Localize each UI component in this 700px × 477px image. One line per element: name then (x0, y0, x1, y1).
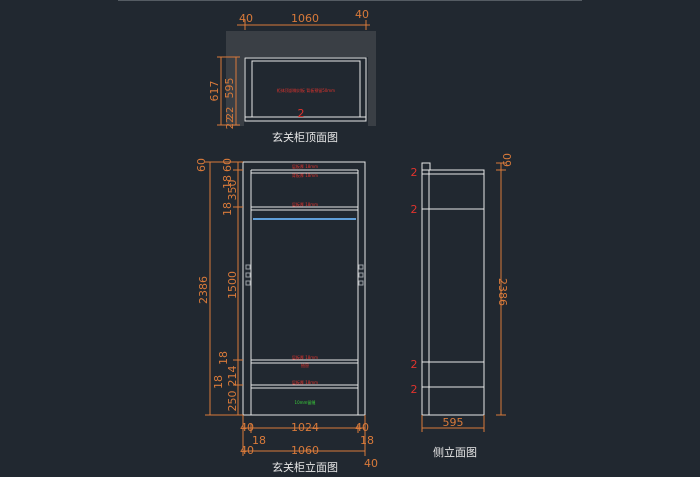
front-note-4: 层板厚 18mm (292, 354, 318, 360)
side-top-cap (421, 162, 431, 170)
top-marker: 2 (298, 107, 305, 120)
hinges-right (358, 264, 364, 286)
dim-front-250: 250 (226, 391, 239, 412)
cabinet-top-outline (244, 57, 367, 122)
front-view-title: 玄关柜立面图 (272, 460, 338, 474)
dim-front-18b-w: 18 (360, 434, 374, 447)
front-note-2: 背板厚 18mm (292, 172, 318, 178)
side-mark-2: 2 (411, 203, 418, 216)
dim-front-18b: 18 (221, 202, 234, 216)
dim-top-right: 40 (355, 8, 369, 21)
dim-top-width: 1060 (291, 12, 319, 25)
dim-front-18c: 18 (217, 351, 230, 365)
dim-front-1060: 1060 (291, 444, 319, 457)
dim-front-40b: 40 (355, 421, 369, 434)
front-note-7: 10mm留缝 (295, 399, 316, 405)
dim-front-350: 350 (226, 180, 239, 201)
top-view: 柜体顶部做封板 背板预留50mm 2 40 1060 40 617 595 22… (208, 8, 376, 144)
dim-front-top-gap: 60 (195, 158, 208, 172)
dim-side-width: 595 (443, 416, 464, 429)
dim-front-18a-w: 18 (252, 434, 266, 447)
side-mark-1: 2 (411, 166, 418, 179)
dim-front-1024: 1024 (291, 421, 319, 434)
dim-top-depth-outer: 617 (208, 81, 221, 102)
front-view: 层板厚 18mm 背板厚 18mm 层板厚 18mm 层板厚 18mm 层板厚 … (195, 158, 378, 474)
dim-top-depth-inner: 595 (223, 78, 236, 99)
dim-side-top: 60 (501, 153, 514, 167)
top-view-title: 玄关柜顶面图 (272, 130, 338, 144)
front-outline (242, 161, 366, 416)
dim-front-18d: 18 (212, 375, 225, 389)
dim-top-left: 40 (239, 12, 253, 25)
hinges-left (245, 264, 251, 286)
dim-front-height: 2386 (197, 276, 210, 304)
dim-front-40d: 40 (364, 457, 378, 470)
dim-front-18a: 18 (221, 175, 234, 189)
dim-top-small-b: 22 (225, 117, 236, 130)
dim-front-top-gap-b: 60 (221, 158, 234, 172)
front-note-5: 层板厚 18mm (292, 379, 318, 385)
front-note-6: 抽屉 (301, 362, 309, 368)
front-note-3: 层板厚 18mm (292, 201, 318, 207)
top-note: 柜体顶部做封板 背板预留50mm (277, 87, 335, 93)
dim-top-small-a: 22 (225, 107, 236, 120)
wall-opening (244, 57, 368, 126)
side-view: 2 2 2 2 60 2386 595 侧立面图 (411, 153, 515, 459)
dim-front-214: 214 (226, 366, 239, 387)
dim-front-40a: 40 (240, 421, 254, 434)
side-mark-3: 2 (411, 358, 418, 371)
side-outline (421, 169, 485, 416)
side-mark-4: 2 (411, 383, 418, 396)
dim-front-40c: 40 (240, 444, 254, 457)
dim-front-1500: 1500 (226, 271, 239, 299)
front-note-1: 层板厚 18mm (292, 163, 318, 169)
dim-side-height: 2386 (496, 278, 509, 306)
side-view-title: 侧立面图 (433, 445, 477, 459)
